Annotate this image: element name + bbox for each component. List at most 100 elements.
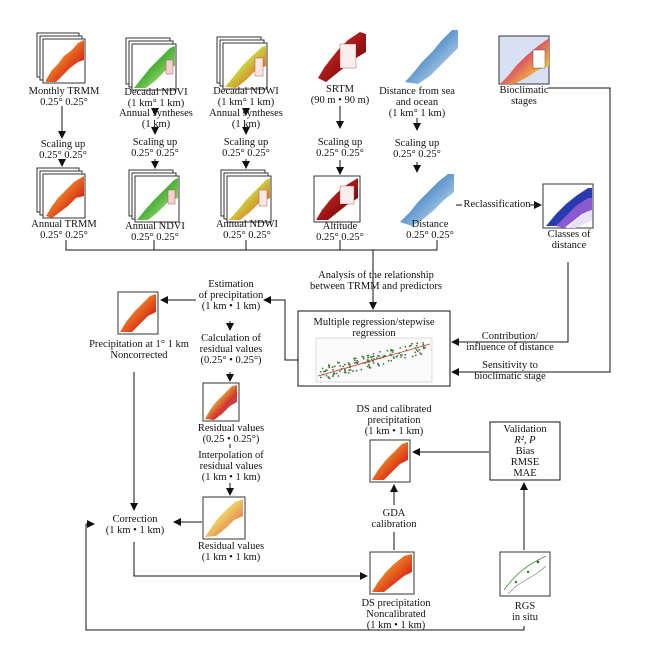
scatter-point <box>390 359 393 362</box>
scatter-point <box>386 349 389 352</box>
scatter-point <box>333 365 336 368</box>
label-contribution: Contribution/influence of distance <box>466 331 554 353</box>
scatter-point <box>372 353 375 355</box>
scatter-point <box>399 347 402 349</box>
scatter-point <box>415 349 418 351</box>
scatter-point <box>372 355 375 358</box>
scatter-point <box>369 356 372 358</box>
label-annual-syntheses-ndvi: Annual syntheses(1 km) <box>119 108 193 130</box>
monthly-trmm-map <box>36 32 86 84</box>
label-annual-syntheses-ndwi: Annual syntheses(1 km) <box>209 108 283 130</box>
scatter-point <box>325 374 328 377</box>
annual-ndvi-map <box>128 169 180 223</box>
scatter-point <box>390 349 393 352</box>
scatter-point <box>424 346 426 349</box>
scatter-point <box>392 349 394 352</box>
scatter-point <box>344 363 346 366</box>
scatter-point <box>411 355 414 358</box>
scatter-point <box>355 361 357 364</box>
scatter-point <box>378 364 380 367</box>
scatter-point <box>367 363 370 366</box>
scatter-point <box>367 356 369 359</box>
scatter-point <box>411 342 413 345</box>
scatter-point <box>322 370 325 373</box>
srtm-map <box>318 32 366 82</box>
scatter-point <box>321 367 324 370</box>
scatter-point <box>410 344 412 347</box>
scatter-point <box>353 359 356 362</box>
label-reclassification: Reclassification <box>463 199 531 210</box>
scatter-point <box>422 343 425 346</box>
scatter-point <box>328 366 331 369</box>
scatter-point <box>319 370 322 373</box>
altitude-map <box>313 175 361 223</box>
scatter-point <box>355 369 358 372</box>
distance-from-sea-map <box>405 30 458 84</box>
distance-map <box>400 174 454 226</box>
ds-noncalibrated-map <box>369 551 415 595</box>
label-correction: Correction(1 km • 1 km) <box>105 514 165 536</box>
regression-line <box>317 343 431 377</box>
label-validation: Validation R², P Bias RMSE MAE <box>503 424 547 479</box>
residual-values-coarse-map <box>202 382 240 422</box>
scatter-point <box>419 352 421 354</box>
scatter-point <box>343 371 346 374</box>
scatter-point <box>382 363 385 365</box>
bioclimatic-map <box>498 35 550 85</box>
scatter-point <box>347 372 350 374</box>
label-residual-fine: Residual values(1 km • 1 km) <box>197 541 265 563</box>
label-srtm: SRTM(90 m • 90 m) <box>310 84 370 106</box>
scatter-point <box>333 372 336 375</box>
scatter-point <box>356 359 359 362</box>
classes-of-distance-map <box>542 183 594 229</box>
label-residual-coarse: Residual values(0.25 • 0.25°) <box>197 423 265 445</box>
scatter-point <box>376 357 378 359</box>
scatter-point <box>348 363 351 366</box>
scatter-point <box>343 368 346 371</box>
scatter-point <box>404 345 407 348</box>
scatter-point <box>328 377 331 380</box>
decadal-ndvi-map <box>125 37 177 91</box>
scatter-point <box>324 369 327 372</box>
label-decadal-ndvi: Decadal NDVI(1 km° 1 km) <box>124 87 188 109</box>
precipitation-noncorrected-map <box>117 291 159 335</box>
scatter-point <box>400 356 402 358</box>
scatter-point <box>391 351 394 353</box>
scatter-point <box>404 356 406 359</box>
scatter-point <box>389 353 392 356</box>
scatter-point <box>377 355 379 357</box>
scatter-point <box>420 353 423 356</box>
scatter-point <box>327 376 330 379</box>
scatter-point <box>336 361 339 364</box>
scatter-point <box>344 369 346 372</box>
scatter-point <box>366 359 369 361</box>
scatter-point <box>361 355 363 358</box>
scatter-point <box>332 375 334 378</box>
validation-box <box>489 421 561 481</box>
scatter-point <box>372 362 375 364</box>
scatter-point <box>332 368 334 371</box>
scatter-point <box>331 366 334 369</box>
decadal-ndwi-map <box>216 36 268 90</box>
scatter-point <box>383 354 386 357</box>
scatter-point <box>408 345 411 348</box>
annual-trmm-map <box>36 167 86 219</box>
scatter-point <box>348 369 351 372</box>
scatter-point <box>418 349 421 351</box>
